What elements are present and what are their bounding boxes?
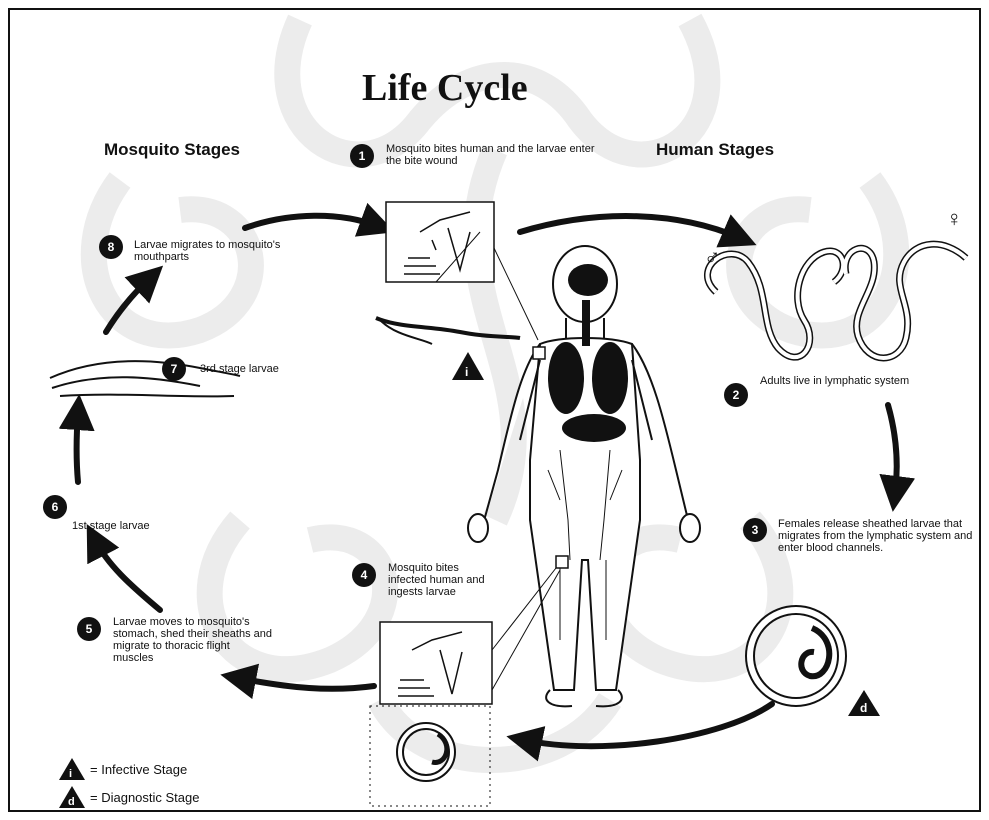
step-8-text: Larvae migrates to mosquito's mouthparts [134, 239, 304, 263]
female-symbol: ♀ [946, 206, 963, 232]
step-number: 3 [752, 523, 759, 537]
step-6-text: 1st stage larvae [72, 520, 202, 532]
arrow-2-to-3 [888, 405, 897, 494]
top-bite-inset [386, 202, 494, 282]
diagnostic-marker-diagram: d [848, 690, 880, 716]
svg-text:i: i [69, 768, 72, 780]
arrow-3-to-4 [524, 704, 772, 746]
male-symbol: ♂ [704, 244, 721, 270]
step-badge-3: 3 [743, 518, 767, 542]
arrow-5-to-6 [95, 540, 160, 610]
step-2-text: Adults live in lymphatic system [760, 375, 910, 387]
step-badge-6: 6 [43, 495, 67, 519]
step-3-text: Females release sheathed larvae that mig… [778, 518, 973, 554]
step-badge-4: 4 [352, 563, 376, 587]
bottom-bite-inset [380, 622, 492, 704]
step-7-text: 3rd stage larvae [200, 363, 330, 375]
infective-marker-diagram: i [452, 352, 484, 380]
step-number: 8 [108, 240, 115, 254]
arrow-6-to-7 [77, 412, 79, 482]
infective-larva [376, 318, 520, 338]
step-badge-7: 7 [162, 357, 186, 381]
arrow-8-to-1 [245, 216, 378, 228]
step-number: 4 [361, 568, 368, 582]
arrow-7-to-8 [106, 278, 150, 332]
ingested-larva [400, 726, 452, 778]
legend-infective-label: = Infective Stage [90, 762, 187, 777]
step-number: 1 [359, 149, 366, 163]
step-badge-2: 2 [724, 383, 748, 407]
svg-text:i: i [465, 365, 468, 379]
step-number: 6 [52, 500, 59, 514]
legend-diagnostic-label: = Diagnostic Stage [90, 790, 199, 805]
svg-text:d: d [860, 701, 867, 715]
svg-text:d: d [68, 796, 75, 808]
step-4-text: Mosquito bites infected human and ingest… [388, 562, 498, 598]
step-badge-5: 5 [77, 617, 101, 641]
step-number: 2 [733, 388, 740, 402]
sheathed-larva [750, 610, 842, 702]
step-1-text: Mosquito bites human and the larvae ente… [386, 143, 606, 167]
legend-diagnostic-icon: d [59, 786, 85, 808]
arrow-1-to-2 [520, 216, 740, 238]
arrow-4-to-5 [238, 678, 374, 689]
step-number: 7 [171, 362, 178, 376]
step-5-text: Larvae moves to mosquito's stomach, shed… [113, 616, 273, 664]
step-badge-1: 1 [350, 144, 374, 168]
legend-infective-icon: i [59, 758, 85, 780]
step-number: 5 [86, 622, 93, 636]
step-badge-8: 8 [99, 235, 123, 259]
